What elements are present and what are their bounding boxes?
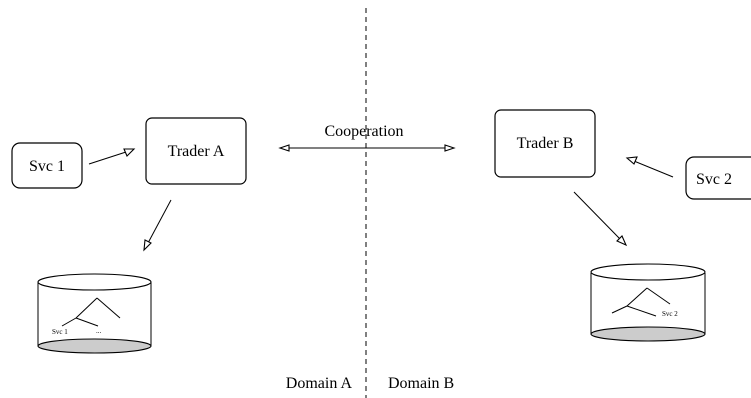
database-a-entry: Svc 1 — [52, 328, 68, 336]
domain-b-label: Domain B — [388, 375, 454, 392]
arrow-svc1-to-trader-a — [88, 148, 136, 165]
database-a-more: ... — [96, 327, 102, 335]
svc1-node: Svc 1 — [11, 142, 83, 189]
arrow-trader-b-to-db-b — [573, 191, 628, 247]
cooperation-arrow: Cooperation — [278, 123, 456, 152]
trader-a-label: Trader A — [168, 143, 225, 160]
database-b-bottom — [590, 326, 706, 342]
database-a-top — [37, 273, 152, 291]
arrow-trader-a-to-db-a — [143, 199, 172, 252]
database-b-entry: Svc 2 — [662, 310, 678, 318]
trader-b-label: Trader B — [517, 135, 574, 152]
trader-b-node: Trader B — [494, 109, 596, 178]
domain-a-label: Domain A — [286, 375, 353, 392]
svc2-node: Svc 2 — [685, 156, 751, 200]
database-b: Svc 2 — [590, 263, 706, 342]
svc1-label: Svc 1 — [29, 158, 65, 175]
tree-icon — [611, 287, 671, 317]
tree-icon — [61, 297, 121, 327]
database-a-bottom — [37, 338, 152, 354]
database-b-top — [590, 263, 706, 281]
database-a: Svc 1 ... — [37, 273, 152, 354]
arrow-svc2-to-trader-b — [625, 156, 674, 178]
trader-a-node: Trader A — [145, 117, 247, 185]
svc2-label: Svc 2 — [696, 171, 732, 188]
cooperation-label: Cooperation — [324, 123, 403, 140]
